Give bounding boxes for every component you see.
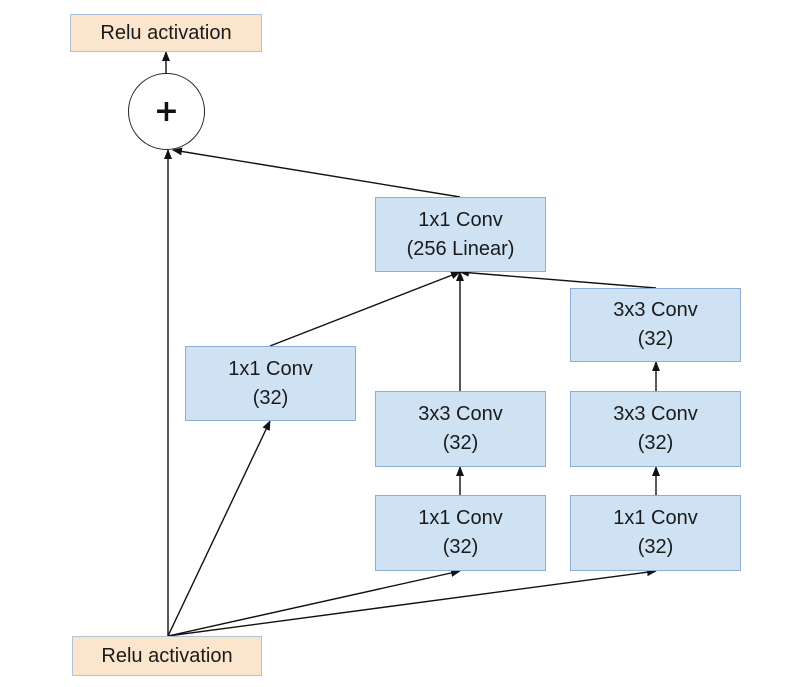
conv-filters: (32) xyxy=(442,536,479,558)
conv-title: 1x1 Conv xyxy=(418,507,503,529)
conv-title: 3x3 Conv xyxy=(418,403,503,425)
plus-icon: + xyxy=(153,94,180,129)
conv-title: 1x1 Conv xyxy=(418,208,503,231)
concat-to-add-arrow xyxy=(172,147,461,198)
branch3-conv-1x1: 1x1 Conv (32) xyxy=(570,495,741,571)
conv-filters: (32) xyxy=(442,432,479,454)
branch2-conv-1x1: 1x1 Conv (32) xyxy=(375,495,546,571)
relu-to-branch1-arrow xyxy=(167,420,271,637)
relu-to-branch3-arrow xyxy=(167,568,657,637)
branch1-conv-1x1: 1x1 Conv (32) xyxy=(185,346,356,421)
conv-title: 3x3 Conv xyxy=(613,299,698,321)
add-node: + xyxy=(128,73,205,150)
conv-title: 1x1 Conv xyxy=(613,507,698,529)
conv-filters: (256 Linear) xyxy=(406,237,515,260)
branch3-to-concat-arrow xyxy=(459,268,657,289)
conv-filters: (32) xyxy=(252,386,289,409)
branch2-conv-3x3: 3x3 Conv (32) xyxy=(375,391,546,467)
conv-title: 3x3 Conv xyxy=(613,403,698,425)
branch3-conv-3x3-top: 3x3 Conv (32) xyxy=(570,288,741,362)
conv-filters: (32) xyxy=(637,328,674,350)
relu-top-label: Relu activation xyxy=(100,21,232,44)
branch1-to-concat-arrow xyxy=(269,271,461,347)
relu-bottom-label: Relu activation xyxy=(101,644,233,667)
conv-filters: (32) xyxy=(637,432,674,454)
conv-filters: (32) xyxy=(637,536,674,558)
branch3-conv-3x3-mid: 3x3 Conv (32) xyxy=(570,391,741,467)
relu-to-branch2-arrow xyxy=(167,569,461,637)
conv-1x1-256-linear: 1x1 Conv (256 Linear) xyxy=(375,197,546,272)
conv-title: 1x1 Conv xyxy=(228,357,313,380)
relu-activation-top: Relu activation xyxy=(70,14,262,52)
relu-activation-bottom: Relu activation xyxy=(72,636,262,676)
